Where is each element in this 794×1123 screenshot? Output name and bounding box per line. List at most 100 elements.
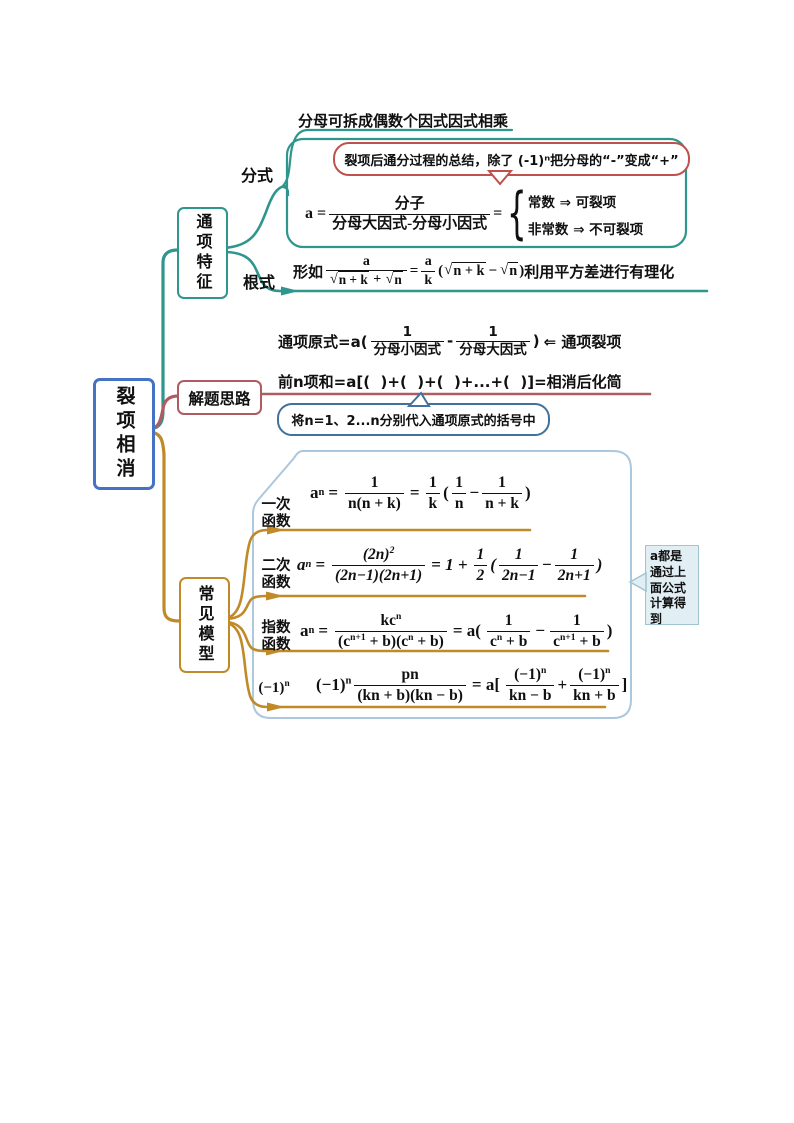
gold-row1-line <box>224 528 532 620</box>
root-label: 裂项相消 <box>113 386 136 482</box>
fraction: 1 n <box>451 473 467 513</box>
genshi-close-paren: ) <box>519 262 525 279</box>
minus: − <box>535 621 546 640</box>
plus: + <box>557 675 568 694</box>
fraction: (−1)n kn + b <box>570 665 619 705</box>
branch-node-jieti: 解题思路 <box>177 380 262 415</box>
yuanshi-f2-num: 1 <box>488 323 498 340</box>
close-bracket: ] <box>621 675 628 694</box>
genshi-plus: + <box>373 272 382 288</box>
alt-label-sup: n <box>284 679 290 689</box>
formula-yuanshi: 通项原式=a( 1 分母小因式 - 1 分母大因式 ) ⇐ 通项裂项 <box>278 318 621 364</box>
alt-lead: (−1)n <box>316 675 352 694</box>
fraction: (−1)n kn − b <box>506 665 555 705</box>
fraction: 1 cn + b <box>486 611 531 651</box>
fraction: (2n)2 (2n−1)(2n+1) <box>332 545 426 585</box>
fraction: kcn (cn+1 + b)(cn + b) <box>335 611 447 651</box>
fenshi-numerator: 分子 <box>394 195 425 212</box>
sum-line: 前n项和=a[( )+( )+( )+...+( )]=相消后化简 <box>278 373 622 391</box>
fenshi-cases: 常数 ⇒ 可裂项 非常数 ⇒ 不可裂项 <box>528 191 643 238</box>
genshi-den: n + k + n <box>326 270 407 289</box>
models-side-note: a都是通过上面公式计算得到 <box>645 545 699 626</box>
label-genshi: 根式 <box>243 273 276 292</box>
sqrt-n-2: n <box>500 262 519 280</box>
row-label-exponential: 指数函数 <box>261 620 291 654</box>
gold-row3-line <box>224 620 610 653</box>
mid: = 1 + <box>431 555 468 574</box>
genshi-num2: a <box>424 254 432 269</box>
an-base: a <box>300 621 309 640</box>
case-constant: 常数 ⇒ 可裂项 <box>527 194 617 211</box>
yuanshi-close-paren: ) <box>532 332 540 350</box>
row-label-quadratic: 二次函数 <box>261 558 291 592</box>
yuanshi-tail: ⇐ 通项裂项 <box>543 332 622 351</box>
fraction: 1 2n+1 <box>554 545 594 585</box>
eq: = <box>315 555 326 574</box>
sqrt-n-plus-k: n + k <box>330 271 369 289</box>
fraction-genshi-2: a k <box>421 253 436 290</box>
fenshi-eq: = <box>493 205 503 222</box>
sqrt-n: n <box>386 271 403 289</box>
fenshi-top-note: 分母可拆成偶数个因式因式相乘 <box>298 112 509 130</box>
branch-label-moxing: 常见模型 <box>195 585 215 665</box>
close-paren: ) <box>596 555 603 574</box>
maroon-spine <box>148 394 180 431</box>
genshi-prefix: 形如 <box>293 262 324 281</box>
fenshi-denominator: 分母大因式-分母小因式 <box>329 213 491 234</box>
eq: = <box>328 483 339 502</box>
sqrt-n-plus-k-2: n + k <box>444 262 486 280</box>
gold-row4-line <box>224 621 607 709</box>
genshi-suffix: 利用平方差进行有理化 <box>524 262 675 281</box>
teal-fork-fenshi <box>222 184 287 250</box>
fraction-yuanshi-1: 1 分母小因式 <box>370 323 445 359</box>
genshi-minus: − <box>488 262 498 279</box>
fenshi-boundary <box>285 137 688 249</box>
root-node: 裂项相消 <box>93 378 155 490</box>
branch-node-tongxiang: 通项特征 <box>177 207 228 299</box>
teal-fork-genshi <box>222 250 709 293</box>
fenshi-lhs: a = <box>305 205 327 222</box>
yuanshi-f2-den: 分母大因式 <box>456 340 530 359</box>
gold-arrowhead-4 <box>267 702 285 712</box>
row-label-alternating: (−1)n <box>252 679 296 697</box>
gold-row2-line <box>224 594 587 621</box>
gold-arrowhead-3 <box>266 646 284 656</box>
teal-arrowhead <box>281 286 299 296</box>
formula-fenshi: a = 分子 分母大因式-分母小因式 = 常数 ⇒ 可裂项 非常数 ⇒ 不可裂项 <box>305 184 643 244</box>
an-base: a <box>310 483 319 502</box>
fraction-yuanshi-2: 1 分母大因式 <box>456 324 530 359</box>
fraction: 1 2 <box>473 545 488 585</box>
models-boundary <box>252 450 632 719</box>
formula-genshi: 形如 a n + k + n = a k ( n + k − n ) 利用平方差… <box>293 250 674 292</box>
teal-topnote-line <box>281 128 514 188</box>
cases-brace <box>507 186 527 242</box>
an-base: a <box>297 555 306 574</box>
yuanshi-lead: 通项原式=a( <box>278 332 368 351</box>
eq: = <box>318 621 329 640</box>
eq: = <box>409 483 420 502</box>
branch-node-moxing: 常见模型 <box>179 577 230 673</box>
fraction: 1 k <box>425 473 441 513</box>
yuanshi-f1-num: 1 <box>402 323 412 340</box>
branch-label-tongxiang: 通项特征 <box>193 213 213 293</box>
row-label-linear: 一次函数 <box>261 497 291 531</box>
genshi-den2: k <box>421 270 436 290</box>
gold-arrowhead-2 <box>266 591 284 601</box>
alt-label-base: (−1) <box>258 680 285 696</box>
yuanshi-f1-den: 分母小因式 <box>370 340 445 359</box>
minus: − <box>469 483 480 502</box>
genshi-open-paren: ( <box>438 262 444 279</box>
yuanshi-minus: - <box>447 332 454 350</box>
case-nonconstant: 非常数 ⇒ 不可裂项 <box>527 221 644 238</box>
fraction-genshi-1: a n + k + n <box>326 253 407 289</box>
mid: = a( <box>452 621 481 640</box>
open-paren: ( <box>490 555 496 574</box>
branch-label-jieti: 解题思路 <box>188 389 251 408</box>
fraction: 1 n + k <box>482 473 522 513</box>
fraction: 1 2n−1 <box>498 545 539 585</box>
label-fenshi: 分式 <box>241 166 274 185</box>
